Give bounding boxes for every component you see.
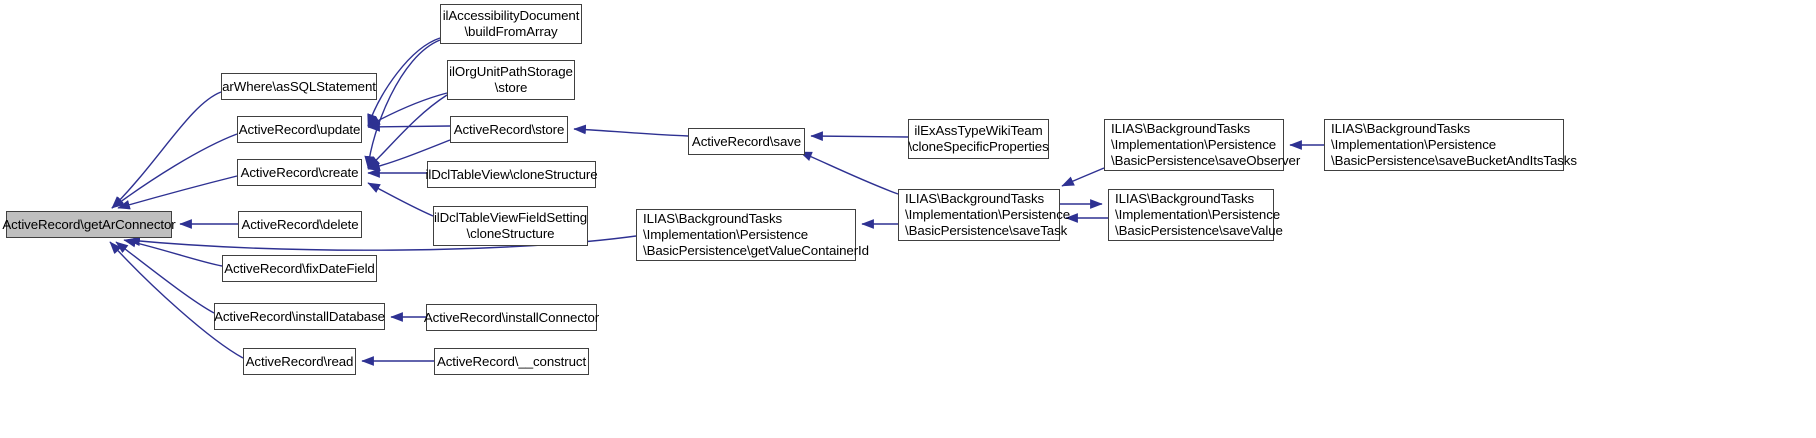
graph-node-asSQLStatement[interactable]: arWhere\asSQLStatement xyxy=(221,73,377,100)
edge-buildFromArray-to-create xyxy=(364,39,441,169)
graph-node-cloneStructureFieldSetting[interactable]: ilDclTableViewFieldSetting \cloneStructu… xyxy=(433,206,588,246)
graph-node-installConnector[interactable]: ActiveRecord\installConnector xyxy=(424,304,599,331)
graph-node-saveTask[interactable]: ILIAS\BackgroundTasks \Implementation\Pe… xyxy=(898,189,1070,241)
graph-node-store[interactable]: ActiveRecord\store xyxy=(450,116,568,143)
graph-node-fixDateField[interactable]: ActiveRecord\fixDateField xyxy=(222,255,377,282)
graph-node-getArConnector[interactable]: ActiveRecord\getArConnector xyxy=(2,211,176,238)
graph-node-saveValue[interactable]: ILIAS\BackgroundTasks \Implementation\Pe… xyxy=(1108,189,1283,241)
edge-save-to-store xyxy=(573,124,689,137)
graph-node-installDatabase[interactable]: ActiveRecord\installDatabase xyxy=(214,303,385,330)
graph-node-save[interactable]: ActiveRecord\save xyxy=(688,128,805,155)
graph-node-delete[interactable]: ActiveRecord\delete xyxy=(238,211,362,238)
edge-buildFromArray-to-update xyxy=(367,37,441,127)
graph-node-buildFromArray[interactable]: ilAccessibilityDocument \buildFromArray xyxy=(440,4,582,44)
edge-store-to-update xyxy=(367,121,451,132)
edge-store-to-create xyxy=(367,139,451,172)
edge-cloneStructureFieldSetting-to-create xyxy=(367,182,434,217)
graph-node-cloneSpecificProperties[interactable]: ilExAssTypeWikiTeam \cloneSpecificProper… xyxy=(908,119,1049,159)
edge-asSQLStatement-to-getArConnector xyxy=(111,91,222,209)
edge-saveObserver-to-saveTask xyxy=(1061,167,1105,187)
edge-cloneSpecificProperties-to-save xyxy=(810,131,909,142)
graph-node-create[interactable]: ActiveRecord\create xyxy=(237,159,362,186)
edge-saveTask-to-save xyxy=(799,151,899,195)
graph-node-orgUnitStore[interactable]: ilOrgUnitPathStorage \store xyxy=(447,60,575,100)
graph-node-construct[interactable]: ActiveRecord\__construct xyxy=(434,348,589,375)
graph-node-saveBucketAndItsTasks[interactable]: ILIAS\BackgroundTasks \Implementation\Pe… xyxy=(1324,119,1577,171)
graph-node-saveObserver[interactable]: ILIAS\BackgroundTasks \Implementation\Pe… xyxy=(1104,119,1300,171)
graph-node-getValueContainerId[interactable]: ILIAS\BackgroundTasks \Implementation\Pe… xyxy=(636,209,869,261)
graph-node-read[interactable]: ActiveRecord\read xyxy=(243,348,356,375)
edge-group xyxy=(109,37,1324,366)
edge-read-to-getArConnector xyxy=(109,241,244,359)
graph-node-update[interactable]: ActiveRecord\update xyxy=(237,116,362,143)
edge-create-to-getArConnector xyxy=(117,175,238,210)
edge-update-to-getArConnector xyxy=(111,133,238,209)
graph-node-cloneStructureView[interactable]: ilDclTableView\cloneStructure xyxy=(426,161,598,188)
edge-installDatabase-to-getArConnector xyxy=(115,241,215,314)
